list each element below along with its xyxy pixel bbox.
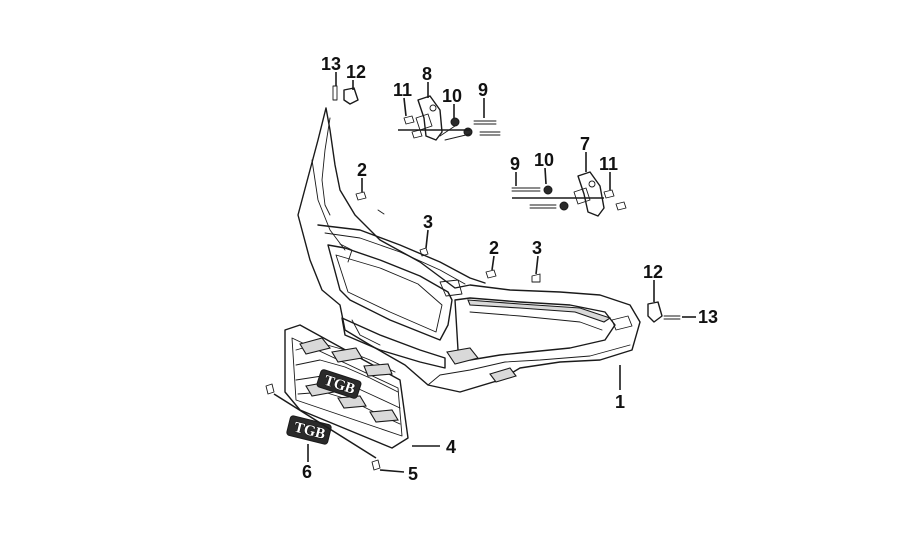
callout-2-left: 2	[357, 160, 367, 180]
callout-9-upper: 9	[478, 80, 488, 100]
bracket-assembly-upper-part-8	[403, 95, 501, 141]
callout-13-right: 13	[698, 307, 718, 327]
small-bracket-right	[647, 301, 681, 323]
callout-2-right: 2	[489, 238, 499, 258]
bracket-assembly-right-part-7	[511, 171, 627, 217]
callout-12-right: 12	[643, 262, 663, 282]
callout-4: 4	[446, 437, 456, 457]
callout-11-upper: 11	[393, 80, 412, 100]
callout-5: 5	[408, 464, 418, 484]
callout-3-right: 3	[532, 238, 542, 258]
callout-7: 7	[580, 134, 590, 154]
callout-10-upper: 10	[442, 86, 462, 106]
callout-1: 1	[615, 392, 625, 412]
callout-6: 6	[302, 462, 312, 482]
leader-lines	[273, 72, 696, 473]
callout-12-top-left: 12	[346, 62, 366, 82]
callout-10-right: 10	[534, 150, 554, 170]
callout-3-left: 3	[423, 212, 433, 232]
callout-labels: 13 12 11 8 10 9 2 9 10 7 11 3 2 3 12 13 …	[302, 54, 718, 484]
callout-8: 8	[422, 64, 432, 84]
front-cowl-part-1	[297, 107, 641, 393]
small-bracket-top-left	[332, 85, 359, 105]
callout-13-top-left: 13	[321, 54, 341, 74]
callout-9-right: 9	[510, 154, 520, 174]
callout-11-right: 11	[599, 154, 618, 174]
grille-part-4	[284, 324, 409, 449]
screws-and-clips	[265, 191, 541, 471]
